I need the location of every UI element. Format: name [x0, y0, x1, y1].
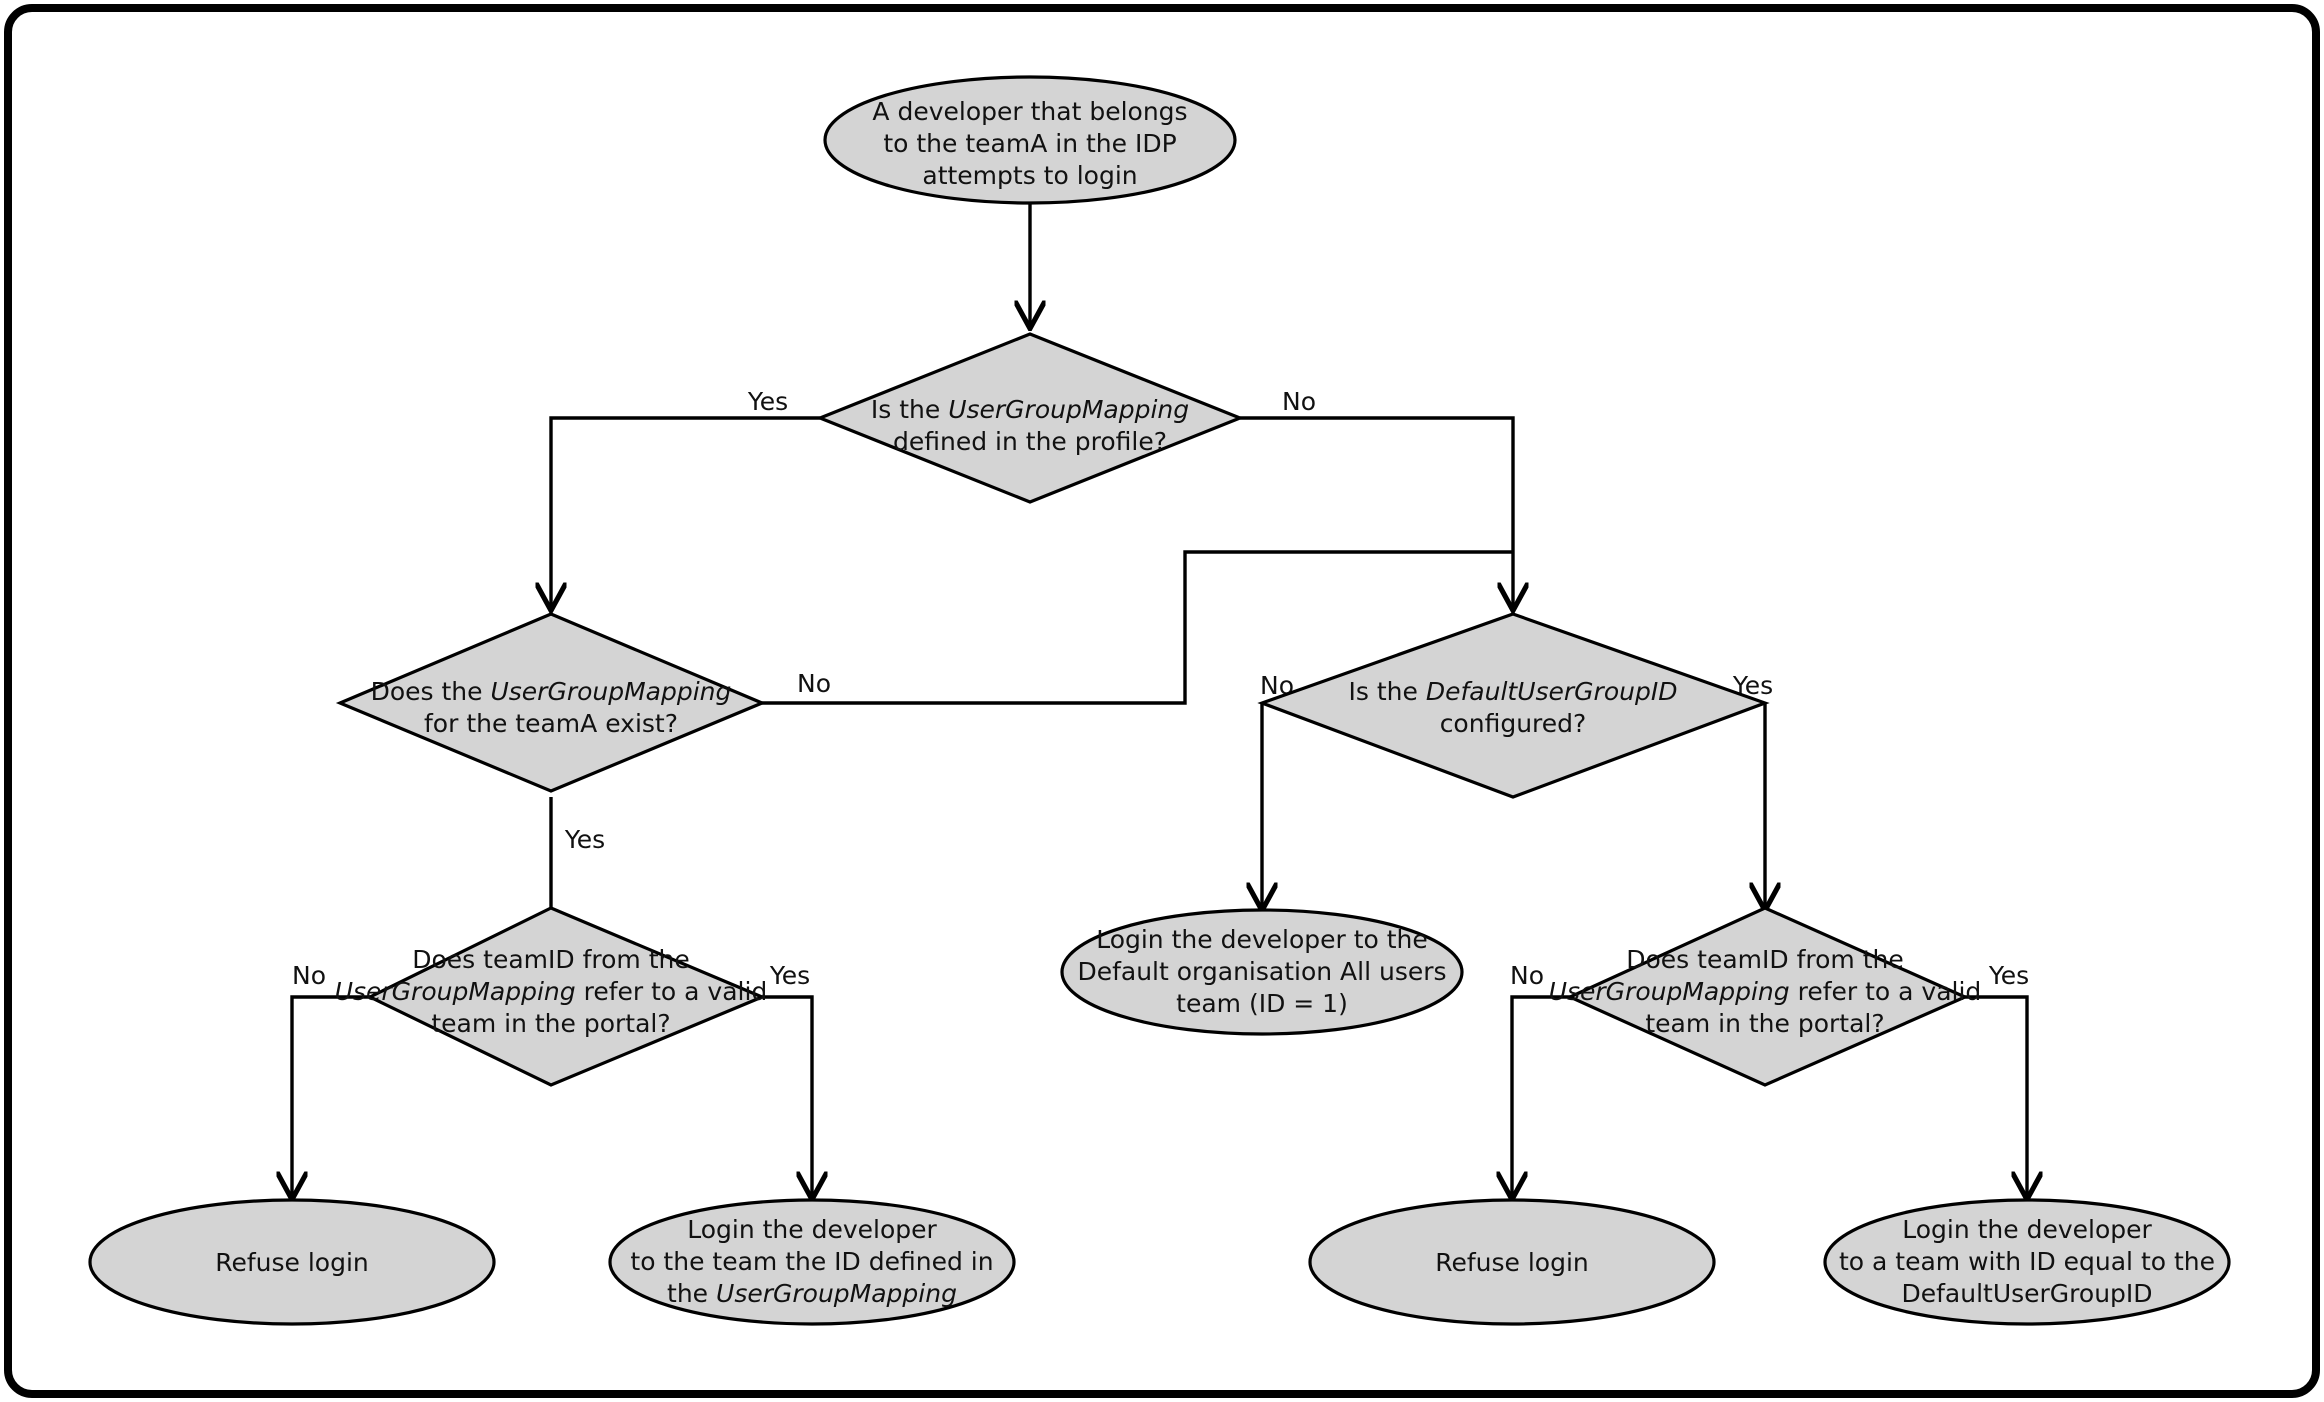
d4-line-2-italic: UserGroupMapping [335, 977, 576, 1006]
d5-diamond[interactable] [1566, 906, 1969, 1087]
default-org-line-1: Login the developer to the [1096, 925, 1428, 954]
edge-label-d4-yes: Yes [769, 961, 810, 990]
d4-line-3: team in the portal? [431, 1009, 670, 1038]
d3-line-1: Is the DefaultUserGroupID [1349, 677, 1678, 706]
login-default-line-2: to a team with ID equal to the [1839, 1247, 2215, 1276]
start-ellipse[interactable] [823, 75, 1237, 205]
d2-line-2: for the teamA exist? [424, 709, 678, 738]
node-decision-usergroupmapping-teama-exists[interactable]: Does the UserGroupMapping for the teamA … [335, 612, 767, 793]
d5-line-2: UserGroupMapping refer to a valid [1549, 977, 1982, 1006]
default-org-line-3: team (ID = 1) [1176, 989, 1348, 1018]
d1-diamond[interactable] [815, 332, 1245, 504]
login-default-line-1: Login the developer [1902, 1215, 2152, 1244]
login-mapping-line-3-plain: the [667, 1279, 716, 1308]
start-line-1: A developer that belongs [872, 97, 1187, 126]
node-decision-teamid-valid-right[interactable]: Does teamID from the UserGroupMapping re… [1549, 906, 1982, 1087]
refuse-left-label: Refuse login [215, 1248, 369, 1277]
login-mapping-line-2: to the team the ID defined in [630, 1247, 993, 1276]
d5-line-1: Does teamID from the [1626, 945, 1903, 974]
edge-d5-no-to-refuse [1512, 995, 1570, 1197]
edges-layer [292, 178, 2027, 1197]
d3-diamond[interactable] [1257, 612, 1770, 799]
node-refuse-login-left[interactable]: Refuse login [88, 1198, 496, 1326]
node-decision-teamid-valid-left[interactable]: Does teamID from the UserGroupMapping re… [335, 906, 768, 1087]
edge-d1-no-to-d3 [1240, 416, 1513, 608]
d4-line-2-plain: refer to a valid [576, 977, 768, 1006]
edge-d2-no-to-d3 [762, 550, 1513, 705]
edge-label-d1-no: No [1282, 387, 1316, 416]
edge-label-d2-no: No [797, 669, 831, 698]
node-start[interactable]: A developer that belongs to the teamA in… [823, 75, 1237, 205]
refuse-right-ellipse[interactable] [1308, 1198, 1716, 1326]
d2-line-1-italic: UserGroupMapping [490, 677, 731, 706]
d3-line-1-italic: DefaultUserGroupID [1426, 677, 1678, 706]
d4-line-2: UserGroupMapping refer to a valid [335, 977, 768, 1006]
edge-label-d5-yes: Yes [1988, 961, 2029, 990]
node-refuse-login-right[interactable]: Refuse login [1308, 1198, 1716, 1326]
d5-line-2-plain: refer to a valid [1790, 977, 1982, 1006]
d2-line-1: Does the UserGroupMapping [371, 677, 732, 706]
login-mapping-line-3: the UserGroupMapping [667, 1279, 957, 1308]
node-decision-defaultusergroupid-configured[interactable]: Is the DefaultUserGroupID configured? [1257, 612, 1770, 799]
start-line-2: to the teamA in the IDP [883, 129, 1176, 158]
d4-line-1: Does teamID from the [412, 945, 689, 974]
d1-line-1: Is the UserGroupMapping [871, 395, 1189, 424]
edge-d5-yes-to-login-default [1965, 995, 2027, 1197]
d3-line-1-plain: Is the [1349, 677, 1426, 706]
edge-d1-yes-to-d2 [551, 416, 820, 608]
edge-label-d5-no: No [1510, 961, 1544, 990]
node-login-team-from-mapping[interactable]: Login the developer to the team the ID d… [608, 1198, 1016, 1326]
d2-line-1-plain: Does the [371, 677, 491, 706]
node-login-team-default-group[interactable]: Login the developer to a team with ID eq… [1823, 1198, 2231, 1326]
d2-diamond[interactable] [335, 612, 767, 793]
edge-d4-no-to-refuse [292, 995, 370, 1197]
edge-label-d2-yes: Yes [564, 825, 605, 854]
refuse-left-ellipse[interactable] [88, 1198, 496, 1326]
default-org-ellipse[interactable] [1060, 908, 1464, 1036]
d3-line-2: configured? [1440, 709, 1587, 738]
refuse-right-label: Refuse login [1435, 1248, 1589, 1277]
edge-label-d4-no: No [292, 961, 326, 990]
d5-line-2-italic: UserGroupMapping [1549, 977, 1790, 1006]
d1-line-2: defined in the profile? [893, 427, 1167, 456]
node-decision-usergroupmapping-defined[interactable]: Is the UserGroupMapping defined in the p… [815, 332, 1245, 504]
login-mapping-line-1: Login the developer [687, 1215, 937, 1244]
login-default-line-3: DefaultUserGroupID [1901, 1279, 2152, 1308]
login-mapping-line-3-italic: UserGroupMapping [716, 1279, 957, 1308]
login-default-ellipse[interactable] [1823, 1198, 2231, 1326]
default-org-line-2: Default organisation All users [1077, 957, 1446, 986]
d1-line-1-italic: UserGroupMapping [948, 395, 1189, 424]
edge-label-d1-yes: Yes [747, 387, 788, 416]
d1-line-1-plain: Is the [871, 395, 948, 424]
login-mapping-ellipse[interactable] [608, 1198, 1016, 1326]
start-line-3: attempts to login [922, 161, 1137, 190]
d5-line-3: team in the portal? [1645, 1009, 1884, 1038]
edge-d4-yes-to-login-mapping [762, 995, 812, 1197]
edge-labels-layer: Yes No No Yes No Yes No Yes No Yes [292, 387, 2029, 990]
d4-diamond[interactable] [366, 906, 767, 1087]
node-login-default-organisation[interactable]: Login the developer to the Default organ… [1060, 908, 1464, 1036]
